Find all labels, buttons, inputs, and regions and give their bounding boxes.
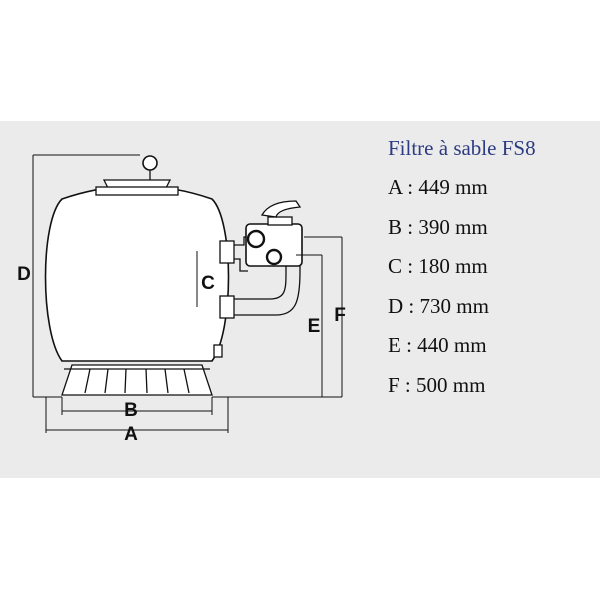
- lid-band: [95, 186, 179, 196]
- label-e: E: [308, 316, 321, 337]
- product-title: Filtre à sable FS8: [388, 136, 536, 160]
- spec-list: Filtre à sable FS8 A : 449 mm B : 390 mm…: [388, 136, 593, 412]
- tank-base: [61, 364, 213, 396]
- valve-handle: [260, 200, 302, 218]
- spec-row-f: F : 500 mm: [388, 372, 486, 397]
- sand-filter-diagram: D C B A E F: [17, 154, 346, 445]
- spec-row-c: C : 180 mm: [388, 254, 488, 278]
- label-a: A: [124, 424, 138, 445]
- label-c: C: [201, 273, 215, 294]
- label-d: D: [17, 264, 31, 285]
- spec-row-e: E : 440 mm: [388, 333, 487, 357]
- pressure-gauge-icon: [142, 155, 158, 171]
- label-f: F: [334, 305, 346, 326]
- label-b: B: [124, 400, 138, 421]
- spec-row-d: D : 730 mm: [388, 293, 489, 318]
- spec-row-b: B : 390 mm: [388, 214, 488, 239]
- spec-row-a: A : 449 mm: [388, 175, 488, 199]
